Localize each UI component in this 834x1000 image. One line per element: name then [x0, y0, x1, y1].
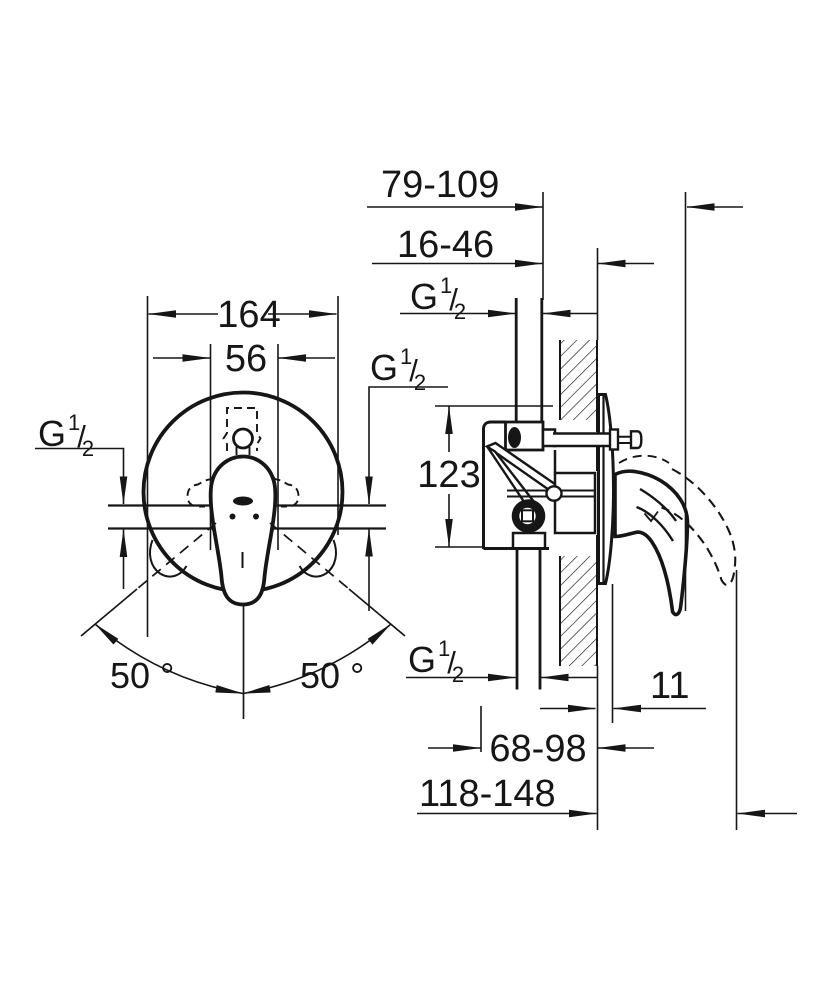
dim-lever-to-wall: 79-109	[367, 164, 743, 211]
valve-height-label: 123	[417, 454, 480, 496]
dim-thread-top: G1/2	[400, 273, 597, 324]
lever-to-wall-label: 79-109	[381, 164, 499, 206]
dim-escutcheon-diameter: 164	[146, 294, 339, 637]
dim-body-depth: 68-98	[428, 728, 654, 770]
stop-ring	[511, 499, 546, 533]
valve-spindle	[553, 428, 643, 451]
top-supply-pipe	[514, 298, 544, 423]
thread-label-top: G1/2	[410, 273, 466, 324]
rough-in-depth-label: 16-46	[397, 224, 494, 266]
rod-collar	[545, 485, 563, 502]
dim-thread-left: G1/2	[35, 410, 128, 589]
cartridge-housing	[553, 471, 597, 535]
dim-thread-bottom: G1/2	[406, 636, 597, 687]
valve-body-side	[482, 420, 597, 550]
dim-escutcheon-depth: 11	[540, 665, 706, 713]
dim-thread-front-right: G1/2	[365, 344, 448, 611]
thread-label-left: G1/2	[38, 410, 94, 461]
spindle-knob	[629, 430, 643, 450]
swing-angle-right-label: 50 °	[300, 655, 364, 696]
escutcheon-depth-label: 11	[650, 665, 689, 707]
dim-rough-in-depth: 16-46	[372, 224, 654, 268]
lever-handle-side	[613, 469, 690, 617]
thread-label-bottom: G1/2	[408, 636, 464, 687]
dim-valve-width: 56	[153, 338, 335, 550]
handle-markings	[229, 496, 259, 520]
dim-swing-right: 50 °	[242, 623, 392, 696]
dim-valve-height: 123	[417, 405, 553, 548]
lever-handle-front	[208, 454, 278, 607]
inlet-port	[508, 427, 521, 448]
front-view: 50 ° 50 ° 164 56 G1/2	[35, 294, 448, 719]
side-view: 79-109 16-46 G1/2 123	[367, 164, 797, 830]
escutcheon-side	[597, 393, 616, 585]
wall-section	[559, 340, 598, 666]
swing-angle-left-label: 50 °	[110, 655, 174, 696]
body-depth-label: 68-98	[489, 728, 586, 770]
lever-handle-swung	[618, 454, 737, 586]
bottom-outlet-pipe	[515, 549, 542, 690]
dim-lever-reach: 118-148	[417, 773, 797, 818]
escutcheon-diameter-label: 164	[217, 294, 280, 336]
lever-swing-ghosts	[149, 539, 337, 578]
thread-label-front-right: G1/2	[370, 344, 426, 395]
valve-width-label: 56	[225, 338, 267, 380]
lever-reach-label: 118-148	[419, 773, 556, 815]
screw-hole-front	[232, 427, 254, 450]
dim-swing-left: 50 °	[94, 623, 244, 696]
